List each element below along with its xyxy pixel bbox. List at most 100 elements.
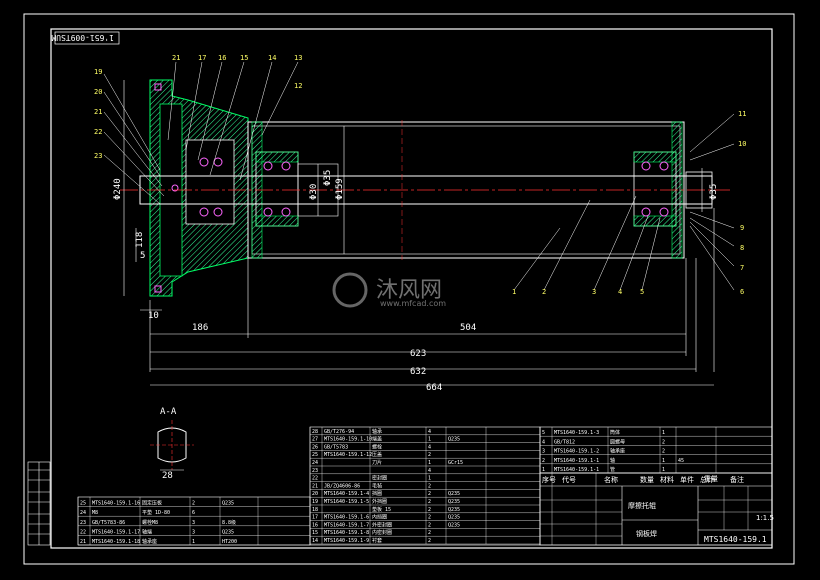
table-cell: 2: [428, 522, 431, 528]
section-view: A-A 28: [150, 407, 194, 481]
table-cell: 2: [428, 515, 431, 521]
table-cell: 4: [428, 444, 431, 450]
balloon-top: 21 17 16 15 14 13 12: [172, 54, 302, 90]
table-cell: MTS1640-159.1-6: [324, 515, 369, 521]
weight-label: 重量: [704, 475, 718, 483]
table-cell: 3: [192, 520, 195, 526]
table-cell: 2: [428, 452, 431, 458]
table-cell: HT200: [222, 539, 237, 545]
hub-inner-cavity: [185, 139, 235, 225]
table-cell: MTS1640-159.1-18: [92, 539, 140, 545]
balloon: 2: [542, 288, 546, 296]
dim-bearing-right: Φ35: [709, 184, 719, 200]
table-cell: 4: [428, 468, 431, 474]
table-cell: Q235: [448, 491, 460, 497]
dim-10: 10: [148, 311, 159, 321]
balloon: 19: [94, 68, 102, 76]
watermark-url: www.mfcad.com: [380, 299, 446, 308]
table-cell: MTS1640-159.1-3: [554, 430, 599, 436]
table-cell: 21: [80, 539, 86, 545]
table-cell: 19: [312, 499, 318, 505]
table-cell: 24: [312, 460, 318, 466]
balloon: 21: [172, 54, 180, 62]
table-cell: MTS1640-159.1-9: [324, 538, 369, 544]
table-cell: GCr15: [448, 460, 463, 466]
table-cell: 4: [428, 429, 431, 435]
balloon: 21: [94, 108, 102, 116]
table-cell: 毛毡: [372, 482, 382, 489]
balloon-left: 19 20 21 22 23: [94, 68, 102, 160]
watermark: 沐风网 www.mfcad.com: [332, 272, 446, 308]
dim-5: 5: [140, 251, 145, 261]
table-cell: M8: [92, 510, 98, 516]
left-bearings: [154, 83, 223, 293]
code-stamp-frame: [54, 31, 120, 45]
table-cell: 2: [428, 530, 431, 536]
table-cell: 2: [662, 449, 665, 455]
balloon: 13: [294, 54, 302, 62]
table-cell: 27: [312, 437, 318, 443]
table-cell: GB/T5783-86: [92, 520, 125, 526]
table-cell: 外密封圈: [372, 521, 392, 528]
shaft-end: [685, 171, 713, 209]
title-block-header: 数量: [640, 475, 654, 484]
table-cell: 3: [192, 529, 195, 535]
title-block-header: 名称: [604, 475, 618, 484]
table-cell: 1: [662, 430, 665, 436]
table-cell: 轴承: [372, 428, 382, 435]
balloon: 3: [592, 288, 596, 296]
table-cell: 密封圈: [372, 475, 387, 482]
table-cell: 28: [312, 429, 318, 435]
table-cell: 22: [312, 476, 318, 482]
balloon: 4: [618, 288, 622, 296]
table-cell: 26: [312, 444, 318, 450]
balloon: 15: [240, 54, 248, 62]
table-cell: 固定压板: [142, 500, 162, 507]
balloon: 6: [740, 288, 744, 296]
table-cell: 14: [312, 538, 318, 544]
table-cell: 3: [542, 449, 545, 455]
table-cell: 2: [662, 439, 665, 445]
table-cell: 压盖: [372, 451, 382, 458]
binding-strip: [27, 461, 51, 546]
table-cell: 17: [312, 515, 318, 521]
table-cell: 23: [312, 468, 318, 474]
table-cell: 垫板 15: [372, 506, 391, 513]
balloon: 1: [512, 288, 516, 296]
table-cell: 16: [312, 522, 318, 528]
table-cell: MTS1640-159.1-7: [324, 522, 369, 528]
section-dimension: 28: [162, 471, 173, 481]
table-cell: Q235: [448, 437, 460, 443]
dim-dia-240: Φ240: [113, 178, 123, 200]
table-cell: GB/T276-94: [324, 429, 354, 435]
table-cell: Q235: [448, 507, 460, 513]
balloon: 10: [738, 140, 746, 148]
table-cell: 螺栓: [372, 443, 382, 450]
table-cell: 1: [662, 467, 665, 473]
table-cell: MTS1640-159.1-10: [324, 437, 372, 443]
right-bearing-housing: [633, 151, 677, 227]
dim-shaft-left: Φ30: [309, 184, 319, 200]
table-cell: MTS1640-159.1-4: [324, 491, 369, 497]
table-cell: 刀片: [372, 459, 382, 466]
table-cell: 管: [610, 466, 615, 473]
title-block-header: 备注: [730, 475, 744, 484]
dim-632: 632: [410, 367, 426, 377]
dim-dia-159: Φ159: [335, 178, 345, 200]
balloon-bottom: 1 2 3 4 5: [512, 288, 644, 296]
balloon: 22: [94, 128, 102, 136]
material-note: 钢板焊: [636, 529, 657, 538]
table-cell: 衬套: [372, 537, 382, 544]
table-cell: 2: [192, 501, 195, 507]
table-cell: 22: [80, 529, 86, 535]
table-cell: 平垫 1D-80: [142, 509, 170, 516]
table-cell: 内密封圈: [372, 529, 392, 536]
table-cell: 圆螺母: [610, 438, 625, 445]
table-cell: Q235: [222, 529, 234, 535]
dimension-lines: [123, 80, 715, 386]
balloon: 23: [94, 152, 102, 160]
table-cell: 15: [312, 530, 318, 536]
table-cell: 2: [428, 538, 431, 544]
